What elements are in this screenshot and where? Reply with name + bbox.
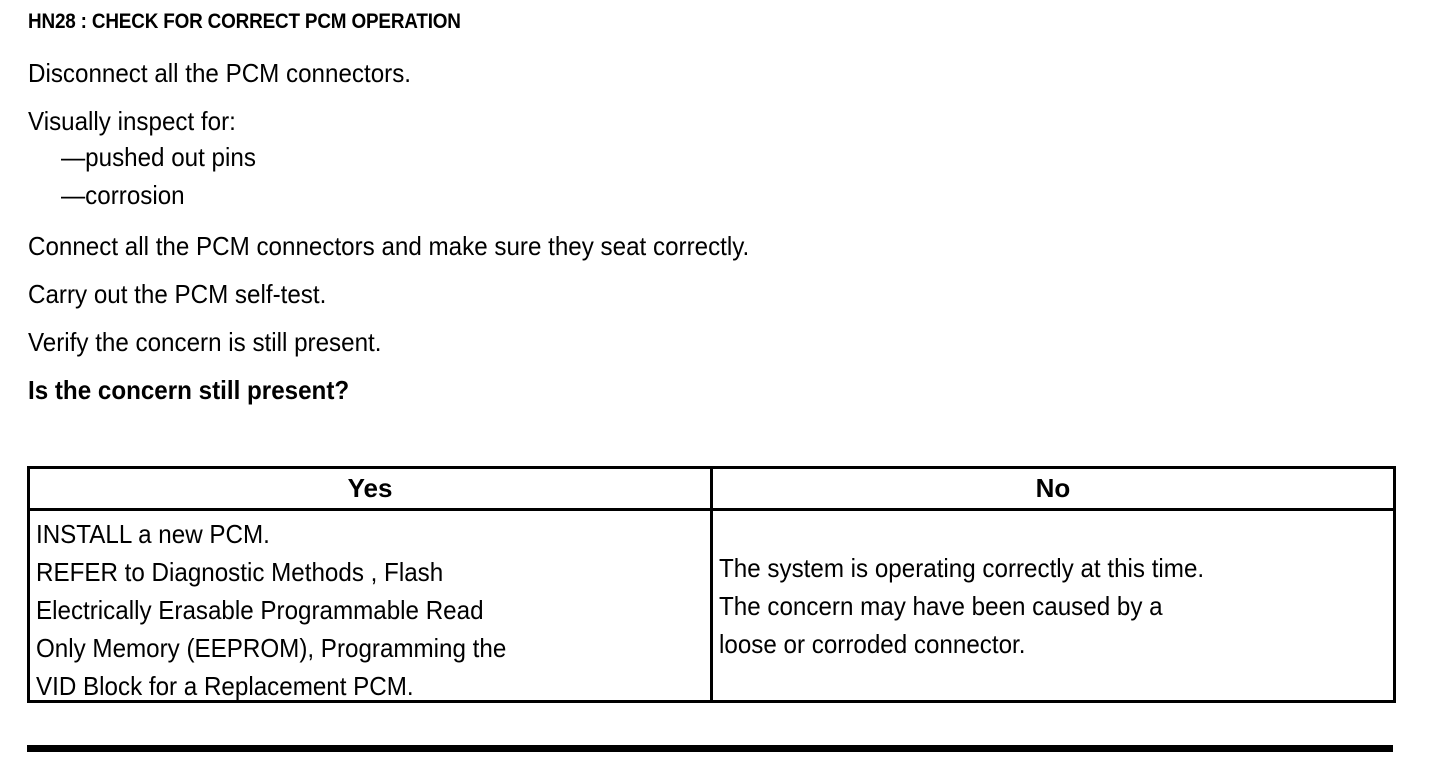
yes-action-line: REFER to Diagnostic Methods , Flash <box>36 557 444 587</box>
yes-action-list: INSTALL a new PCM. REFER to Diagnostic M… <box>30 511 710 701</box>
procedure-step: Disconnect all the PCM connectors. <box>28 58 412 88</box>
yes-action-line: VID Block for a Replacement PCM. <box>36 671 414 701</box>
procedure-step: Carry out the PCM self-test. <box>28 279 327 309</box>
no-action-line: The system is operating correctly at thi… <box>719 552 1205 583</box>
procedure-step: Verify the concern is still present. <box>28 327 382 357</box>
yes-action-line: INSTALL a new PCM. <box>36 519 270 549</box>
procedure-step-list: Disconnect all the PCM connectors. Visua… <box>28 57 1408 407</box>
cell-no-actions: The system is operating correctly at thi… <box>710 508 1396 703</box>
no-action-line: The concern may have been caused by a <box>719 590 1163 621</box>
table-header-row: Yes No <box>27 466 1396 511</box>
footer-divider <box>27 745 1393 752</box>
cell-yes-actions: INSTALL a new PCM. REFER to Diagnostic M… <box>27 508 713 703</box>
procedure-substep: —pushed out pins <box>61 142 256 172</box>
yes-action-line: Electrically Erasable Programmable Read <box>36 595 484 625</box>
page-title: HN28 : CHECK FOR CORRECT PCM OPERATION <box>28 10 461 33</box>
no-action-line: loose or corroded connector. <box>719 628 1026 659</box>
no-action-list: The system is operating correctly at thi… <box>713 549 1241 663</box>
procedure-step: Visually inspect for: <box>28 106 236 136</box>
column-header-no: No <box>710 466 1396 511</box>
table-row: INSTALL a new PCM. REFER to Diagnostic M… <box>27 508 1396 703</box>
decision-question: Is the concern still present? <box>28 375 350 405</box>
decision-table: Yes No INSTALL a new PCM. REFER to Diagn… <box>27 466 1396 703</box>
procedure-step: Connect all the PCM connectors and make … <box>28 231 750 261</box>
yes-action-line: Only Memory (EEPROM), Programming the <box>36 633 507 663</box>
procedure-substep: —corrosion <box>61 180 185 210</box>
column-header-yes: Yes <box>27 466 713 511</box>
